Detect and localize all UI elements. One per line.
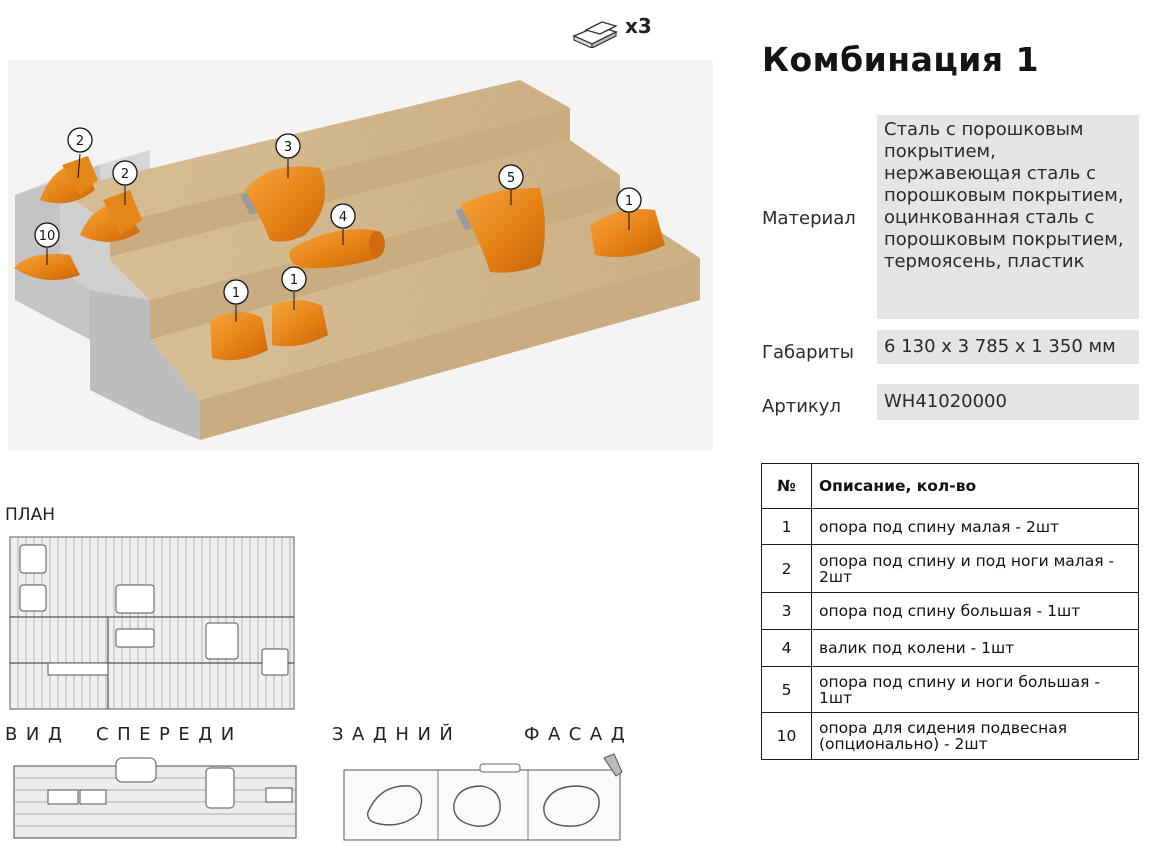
column-header-number: № <box>761 463 812 509</box>
front-view-drawing <box>13 757 297 839</box>
svg-text:5: 5 <box>507 171 515 186</box>
row-description: опора под спину и ноги большая - 1шт <box>811 666 1139 713</box>
svg-text:1: 1 <box>232 286 240 301</box>
steel-side-left <box>90 290 200 440</box>
table-row: 4 валик под колени - 1шт <box>761 629 1139 667</box>
row-number: 4 <box>761 629 812 667</box>
callout-3: 3 <box>275 133 301 178</box>
row-number: 10 <box>761 712 812 760</box>
plan-view-label: ПЛАН <box>5 505 55 525</box>
material-label: Материал <box>762 208 856 229</box>
svg-text:1: 1 <box>625 194 633 209</box>
back-view-label-part1: ЗАДНИЙ <box>332 724 462 745</box>
callout-2a: 2 <box>67 127 93 179</box>
dimensions-value: 6 130 х 3 785 х 1 350 мм <box>877 330 1139 364</box>
row-description: опора под спину малая - 2шт <box>811 508 1139 545</box>
front-view-label-part1: ВИД <box>5 724 71 745</box>
cushion-1c <box>590 209 665 258</box>
tier-3-riser <box>110 108 570 260</box>
callout-5: 5 <box>498 164 524 205</box>
front-view-label-part2: СПЕРЕДИ <box>96 724 243 745</box>
parts-table: № Описание, кол-во 1 опора под спину мал… <box>761 463 1139 760</box>
stairs-icon <box>572 21 618 48</box>
tier-1-riser <box>200 258 700 440</box>
cushion-1a <box>210 311 268 361</box>
product-illustration: 2 2 3 4 5 1 10 1 1 <box>8 60 713 450</box>
cushion-10 <box>14 253 80 281</box>
row-description: валик под колени - 1шт <box>811 629 1139 667</box>
article-label: Артикул <box>762 396 841 417</box>
table-row: 2 опора под спину и под ноги малая - 2шт <box>761 544 1139 593</box>
row-description: опора под спину большая - 1шт <box>811 592 1139 630</box>
article-value: WH41020000 <box>877 384 1139 420</box>
row-description: опора под спину и под ноги малая - 2шт <box>811 544 1139 593</box>
row-number: 2 <box>761 544 812 593</box>
cushion-3 <box>245 166 325 242</box>
svg-text:3: 3 <box>284 140 292 155</box>
svg-text:2: 2 <box>76 134 84 149</box>
table-row: 10 опора для сидения подвесная (опционал… <box>761 712 1139 760</box>
plan-view-drawing <box>9 536 295 710</box>
table-header-row: № Описание, кол-во <box>761 463 1139 509</box>
callout-1-right: 1 <box>616 187 642 230</box>
row-description: опора для сидения подвесная (опционально… <box>811 712 1139 760</box>
svg-text:4: 4 <box>339 210 347 225</box>
callout-1a: 1 <box>223 279 249 322</box>
callout-1b: 1 <box>281 266 307 310</box>
stair-count: x3 <box>625 14 652 38</box>
table-row: 1 опора под спину малая - 2шт <box>761 508 1139 545</box>
svg-text:2: 2 <box>121 167 129 182</box>
svg-text:10: 10 <box>39 229 56 244</box>
column-header-description: Описание, кол-во <box>811 463 1139 509</box>
cushion-5 <box>460 188 545 273</box>
callout-4: 4 <box>330 203 356 245</box>
row-number: 5 <box>761 666 812 713</box>
svg-text:1: 1 <box>290 273 298 288</box>
page-title: Комбинация 1 <box>762 40 1040 79</box>
table-row: 5 опора под спину и ноги большая - 1шт <box>761 666 1139 713</box>
callout-markers: 2 2 3 4 5 1 10 1 1 <box>34 127 642 322</box>
cushion-4 <box>289 229 383 269</box>
material-value: Сталь с порошковым покрытием, нержавеюща… <box>877 115 1139 319</box>
cushion-1b <box>272 300 328 347</box>
callout-10: 10 <box>34 222 60 265</box>
back-view-label-part2: ФАСАД <box>524 724 634 745</box>
callout-2b: 2 <box>112 160 138 205</box>
dimensions-label: Габариты <box>762 342 854 363</box>
row-number: 3 <box>761 592 812 630</box>
table-row: 3 опора под спину большая - 1шт <box>761 592 1139 630</box>
back-view-drawing <box>343 753 623 841</box>
row-number: 1 <box>761 508 812 545</box>
